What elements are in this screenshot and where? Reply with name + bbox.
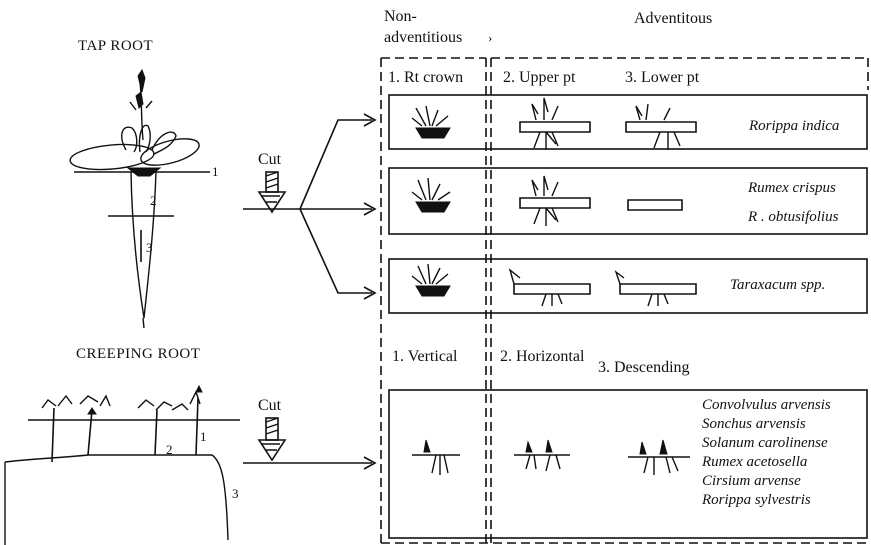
col-header-vertical: 1. Vertical bbox=[392, 348, 458, 365]
species-r-obtusifolius: R . obtusifolius bbox=[747, 209, 839, 225]
upper-pt-sprout-icon bbox=[520, 98, 590, 150]
creeping-root-title: CREEPING ROOT bbox=[76, 346, 200, 362]
header-mark: › bbox=[488, 30, 492, 45]
tap-row-3: Taraxacum spp. bbox=[389, 259, 867, 313]
species-rorippa-sylvestris: Rorippa sylvestris bbox=[701, 492, 811, 508]
tap-row-1: Rorippa indica bbox=[389, 95, 867, 150]
species-rumex-acetosella: Rumex acetosella bbox=[701, 454, 807, 470]
tap-root-title: TAP ROOT bbox=[78, 38, 153, 54]
upper-pt-sprout-icon bbox=[510, 270, 590, 306]
species-rumex-crispus: Rumex crispus bbox=[747, 180, 836, 196]
tap-branch-arrows bbox=[243, 114, 375, 299]
tap-cut-arrow-icon bbox=[259, 172, 285, 212]
species-convolvulus-arvensis: Convolvulus arvensis bbox=[702, 397, 831, 413]
species-solanum-carolinense: Solanum carolinense bbox=[702, 435, 828, 451]
col-header-upper-pt: 2. Upper pt bbox=[503, 69, 576, 86]
tap-part-label-1: 1 bbox=[212, 164, 219, 179]
creeping-cut-arrow-icon bbox=[259, 418, 285, 460]
species-cirsium-arvense: Cirsium arvense bbox=[702, 473, 801, 489]
tap-row-2: Rumex crispus R . obtusifolius bbox=[389, 168, 867, 234]
col-header-descending: 3. Descending bbox=[598, 359, 690, 376]
upper-pt-sprout-icon bbox=[520, 176, 590, 226]
col-header-rt-crown: 1. Rt crown bbox=[388, 69, 463, 86]
rt-crown-sprout-icon bbox=[412, 178, 450, 212]
lower-pt-segment-icon bbox=[628, 200, 682, 210]
horizontal-fragment-icon bbox=[514, 440, 570, 471]
species-sonchus-arvensis: Sonchus arvensis bbox=[702, 416, 806, 432]
col-header-horizontal: 2. Horizontal bbox=[500, 348, 585, 365]
vertical-fragment-icon bbox=[412, 440, 460, 475]
tap-root-plant-illustration bbox=[69, 70, 210, 328]
creeping-arrow bbox=[243, 457, 375, 469]
lower-pt-sprout-icon bbox=[616, 272, 696, 306]
header-non-adventitious-line1: Non- bbox=[384, 8, 417, 25]
creeping-part-label-1: 1 bbox=[200, 429, 207, 444]
creeping-root-plant-illustration bbox=[5, 386, 240, 545]
creeping-row: Convolvulus arvensis Sonchus arvensis So… bbox=[389, 390, 867, 538]
tap-part-label-3: 3 bbox=[146, 240, 153, 255]
species-taraxacum-spp: Taraxacum spp. bbox=[730, 277, 825, 293]
rt-crown-sprout-icon bbox=[412, 106, 450, 138]
descending-fragment-icon bbox=[628, 440, 690, 475]
header-adventitous: Adventitous bbox=[634, 10, 712, 27]
tap-part-label-2: 2 bbox=[150, 193, 157, 208]
lower-pt-sprout-icon bbox=[626, 104, 696, 150]
rt-crown-sprout-icon bbox=[412, 264, 450, 296]
creeping-part-label-3: 3 bbox=[232, 486, 239, 501]
header-non-adventitious-line2: adventitious bbox=[384, 29, 462, 46]
creeping-cut-label: Cut bbox=[258, 397, 282, 414]
creeping-part-label-2: 2 bbox=[166, 442, 173, 457]
col-header-lower-pt: 3. Lower pt bbox=[625, 69, 700, 86]
species-rorippa-indica: Rorippa indica bbox=[748, 118, 839, 134]
tap-cut-label: Cut bbox=[258, 151, 282, 168]
